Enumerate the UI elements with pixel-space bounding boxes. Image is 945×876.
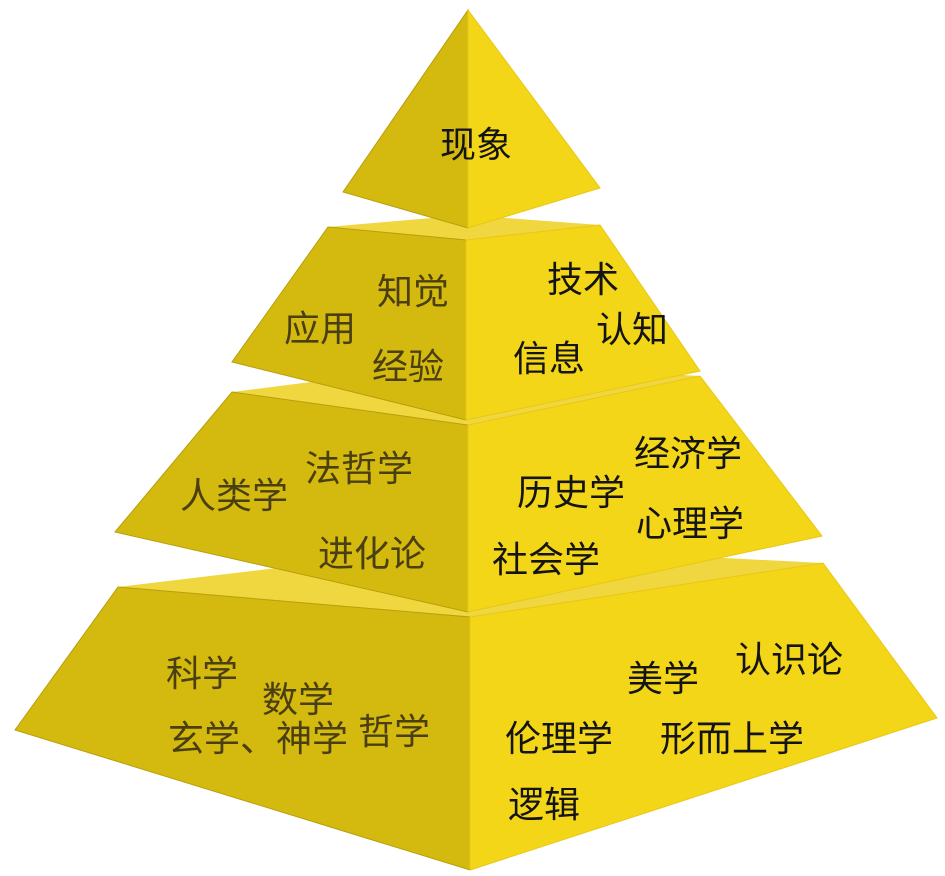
label-phenomenon: 现象 xyxy=(440,125,513,166)
label-perception: 知觉 xyxy=(377,272,450,313)
tier-1-block xyxy=(342,8,601,229)
label-science: 科学 xyxy=(166,654,239,695)
label-experience: 经验 xyxy=(372,347,445,388)
label-logic: 逻辑 xyxy=(508,785,581,826)
label-mathematics: 数学 xyxy=(262,680,335,721)
label-psychology: 心理学 xyxy=(636,504,745,545)
label-information: 信息 xyxy=(513,339,586,380)
label-epistemology: 认识论 xyxy=(735,640,844,681)
tier-2-top-face xyxy=(328,215,600,240)
label-history: 历史学 xyxy=(517,473,626,514)
label-sociology: 社会学 xyxy=(492,540,601,581)
tier-2-right-face xyxy=(465,224,701,421)
tier-4-block xyxy=(14,545,938,871)
tier-3-right-face xyxy=(467,375,823,613)
label-philosophy-of-law: 法哲学 xyxy=(305,449,414,490)
label-evolution: 进化论 xyxy=(318,534,427,575)
label-technology: 技术 xyxy=(547,260,620,301)
tier-4-right-face xyxy=(469,562,938,871)
label-aesthetics: 美学 xyxy=(627,659,700,700)
label-cognition: 认知 xyxy=(596,310,669,351)
label-application: 应用 xyxy=(284,309,357,350)
tier-2-block xyxy=(231,215,701,421)
label-economics: 经济学 xyxy=(634,434,743,475)
label-anthropology: 人类学 xyxy=(180,476,289,517)
tier-1-left-face xyxy=(342,8,469,229)
label-philosophy: 哲学 xyxy=(358,712,431,753)
label-ethics: 伦理学 xyxy=(505,719,614,760)
label-metaphysics: 形而上学 xyxy=(660,719,805,760)
label-metaphysics-theology: 玄学、神学 xyxy=(168,719,349,760)
tier-1-right-face xyxy=(467,8,601,229)
